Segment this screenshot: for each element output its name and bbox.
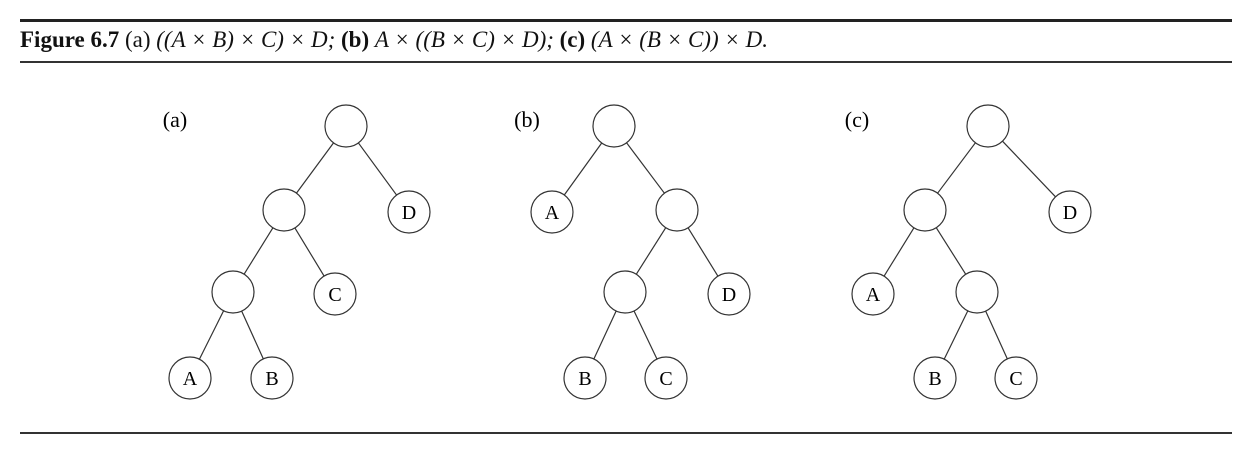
- leaf-node-b: [250, 356, 294, 400]
- tree-label: (c): [845, 107, 869, 132]
- caption-part-b-expr: A × ((B × C) × D);: [374, 27, 554, 52]
- tree-edge: [937, 142, 976, 194]
- tree-label: (a): [163, 107, 187, 132]
- tree-edge: [883, 227, 915, 277]
- figure-label: Figure 6.7: [20, 27, 120, 52]
- tree-edge: [626, 142, 665, 194]
- leaf-node-d: [1048, 190, 1092, 234]
- tree-edge: [633, 310, 658, 360]
- tree-edge: [985, 310, 1008, 360]
- leaf-node-d: [707, 272, 751, 316]
- bottom-rule: [20, 432, 1232, 434]
- caption-part-a-label: (a): [124, 27, 151, 52]
- leaf-node-b: [563, 356, 607, 400]
- leaf-node-c: [994, 356, 1038, 400]
- leaf-node-d: [387, 190, 431, 234]
- tree-edge: [241, 310, 264, 360]
- node-label: C: [328, 284, 341, 306]
- tree-edge: [563, 142, 603, 196]
- tree-edge: [935, 227, 967, 275]
- node-label: A: [545, 202, 560, 224]
- internal-node: [603, 270, 647, 314]
- tree-edge: [1002, 140, 1056, 198]
- node-label: B: [578, 368, 591, 390]
- caption-part-b-label: (b): [341, 27, 370, 52]
- node-label: B: [265, 368, 278, 390]
- node-label: D: [1063, 202, 1077, 224]
- node-label: A: [183, 368, 198, 390]
- caption-part-c-label: (c): [559, 27, 586, 52]
- leaf-node-a: [530, 190, 574, 234]
- internal-node: [966, 104, 1010, 148]
- node-label: D: [402, 202, 416, 224]
- caption-part-a-expr: ((A × B) × C) × D;: [156, 27, 336, 52]
- leaf-node-c: [644, 356, 688, 400]
- tree-edge: [198, 310, 225, 360]
- leaf-node-a: [851, 272, 895, 316]
- caption-rule: [20, 61, 1232, 63]
- caption-part-c-expr: (A × (B × C)) × D.: [590, 27, 769, 52]
- node-label: D: [722, 284, 736, 306]
- node-label: C: [659, 368, 672, 390]
- internal-node: [324, 104, 368, 148]
- leaf-node-c: [313, 272, 357, 316]
- tree-edge: [357, 142, 398, 196]
- internal-node: [903, 188, 947, 232]
- figure-caption: Figure 6.7 (a) ((A × B) × C) × D; (b) A …: [20, 27, 768, 53]
- internal-node: [655, 188, 699, 232]
- tree-edge: [243, 227, 274, 275]
- internal-node: [211, 270, 255, 314]
- internal-node: [955, 270, 999, 314]
- top-rule: [20, 19, 1232, 22]
- tree-edge: [687, 227, 719, 277]
- leaf-node-b: [913, 356, 957, 400]
- internal-node: [592, 104, 636, 148]
- tree-edge: [294, 227, 325, 277]
- tree-edge: [635, 227, 667, 275]
- internal-node: [262, 188, 306, 232]
- node-label: A: [866, 284, 881, 306]
- tree-edge: [295, 142, 335, 194]
- node-label: B: [928, 368, 941, 390]
- tree-edge: [593, 310, 617, 360]
- tree-edge: [943, 310, 969, 360]
- node-label: C: [1009, 368, 1022, 390]
- tree-label: (b): [514, 107, 540, 132]
- leaf-node-a: [168, 356, 212, 400]
